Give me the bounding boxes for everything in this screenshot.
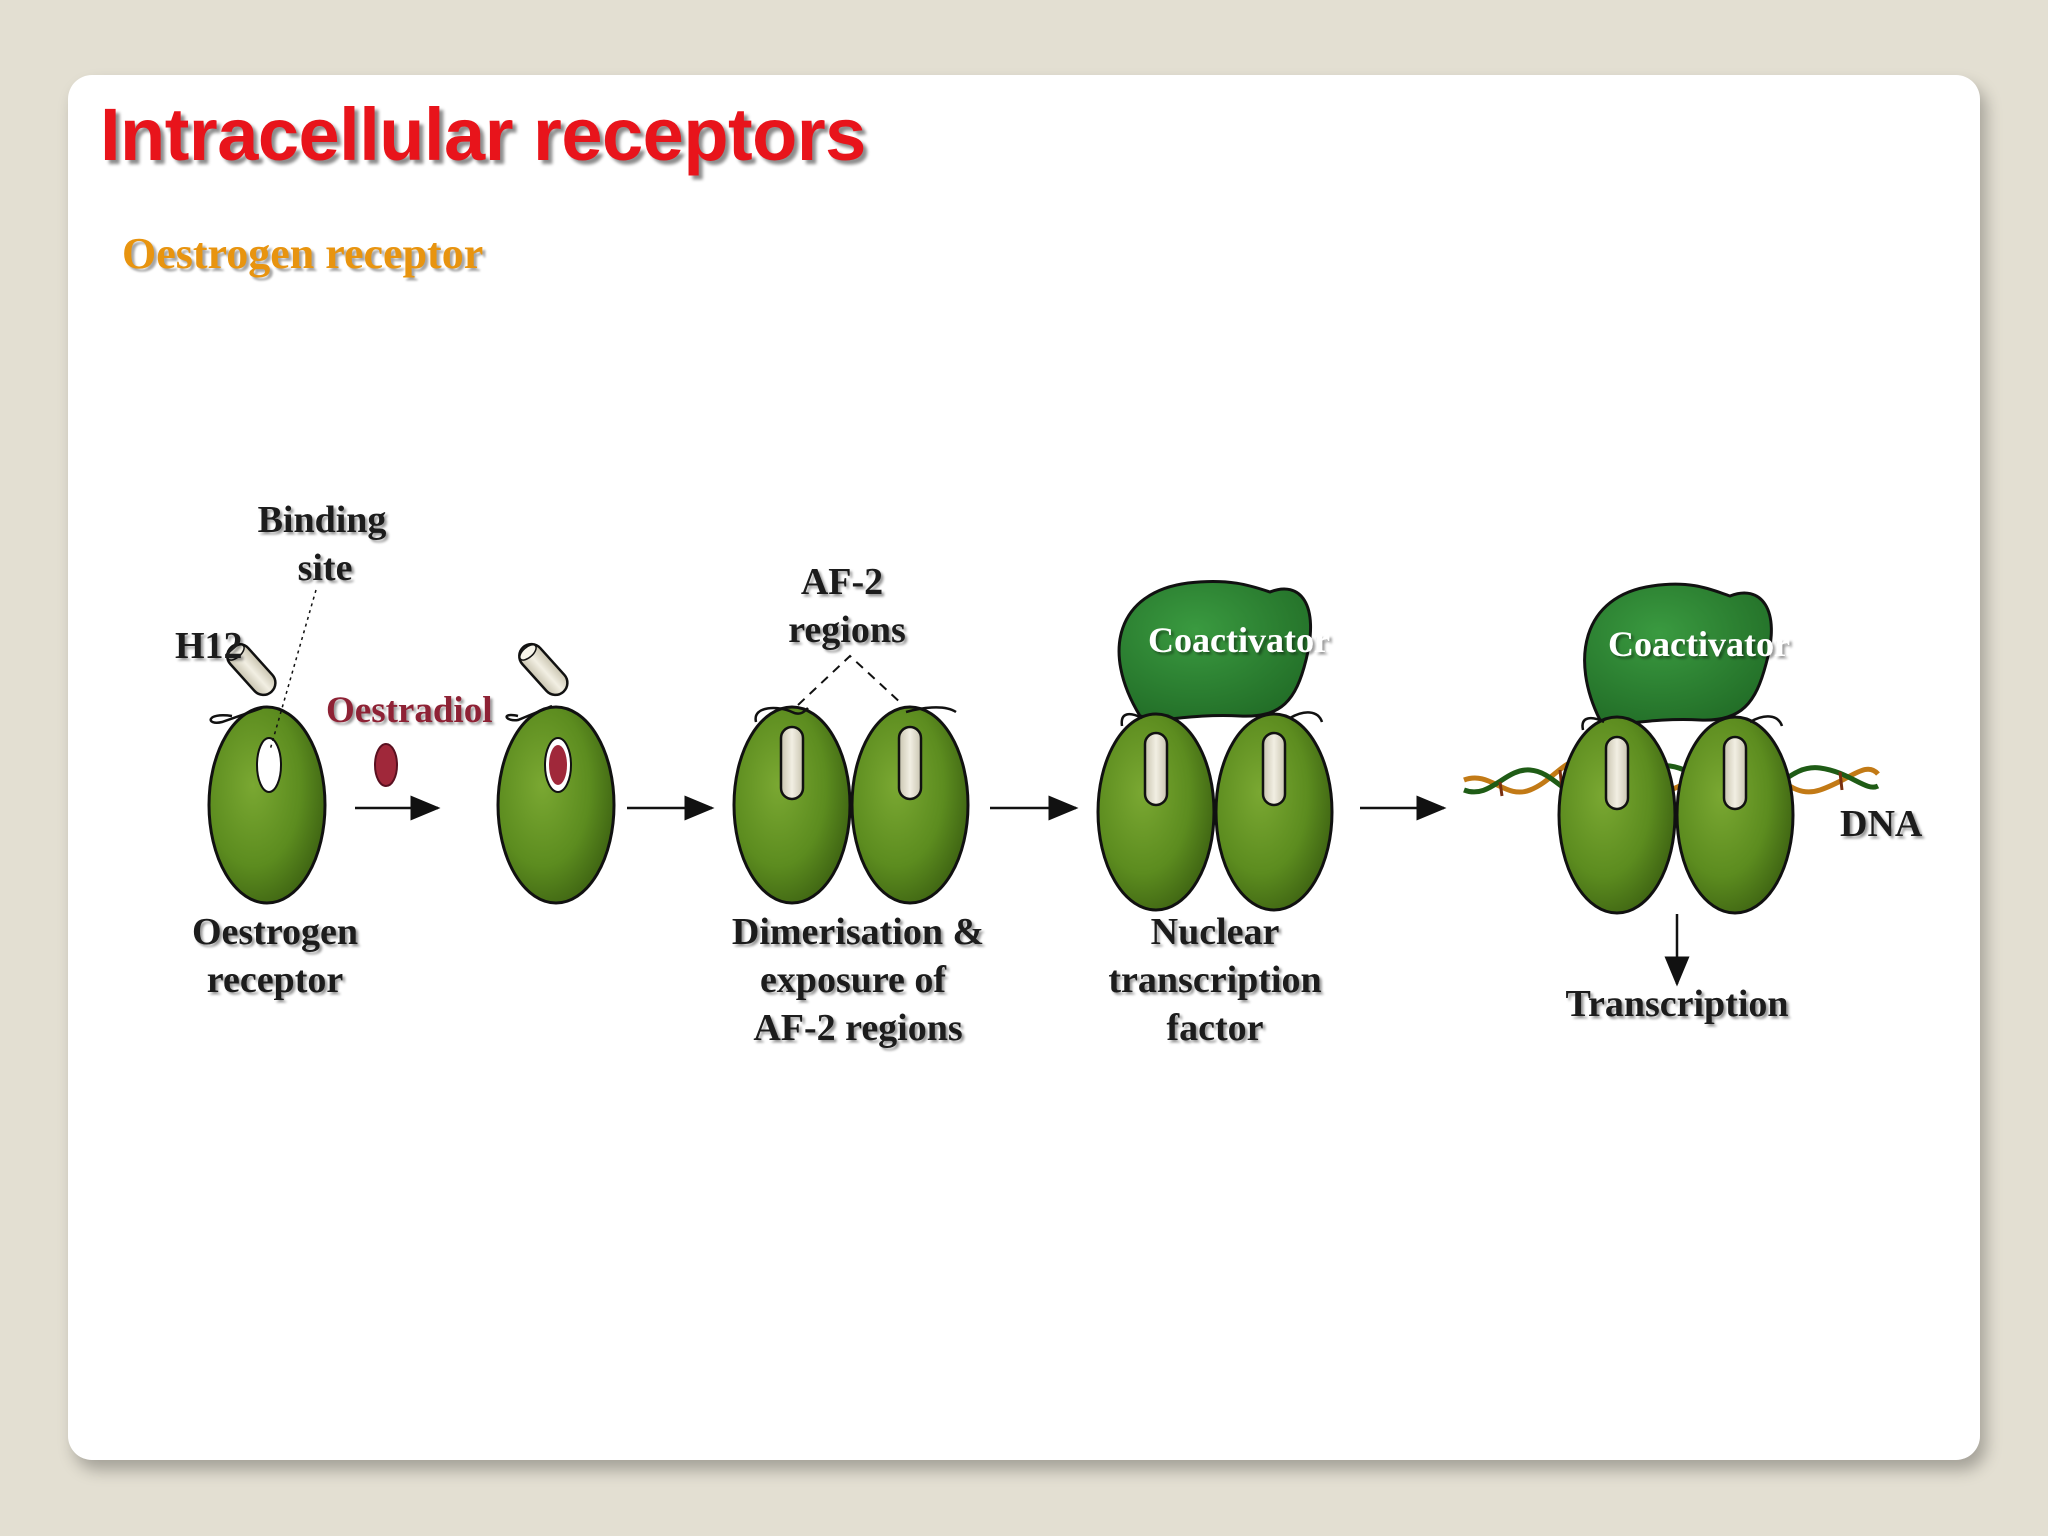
oestradiol-molecule — [374, 743, 398, 787]
receptor-body — [207, 705, 327, 905]
label-af2-regions: AF-2 regions — [753, 1007, 962, 1049]
label-exposure-of: exposure of — [760, 959, 947, 1001]
label-af2: AF-2 — [801, 561, 883, 603]
af2-helix-left — [779, 725, 805, 801]
af2-helix-right — [1722, 735, 1748, 811]
receptor-monomer-unbound — [207, 642, 327, 905]
receptor-dna-complex — [1557, 582, 1795, 915]
receptor-body-right — [850, 705, 970, 905]
label-transcription: Transcription — [1565, 983, 1788, 1025]
label-factor: factor — [1166, 1007, 1263, 1049]
label-site: site — [298, 547, 353, 589]
label-transcription-word: transcription — [1108, 959, 1321, 1001]
bound-oestradiol — [549, 745, 567, 785]
label-receptor: receptor — [207, 959, 344, 1001]
label-coactivator-2: Coactivator — [1608, 624, 1790, 664]
receptor-body-left — [1557, 715, 1677, 915]
coactivator-1 — [1117, 579, 1312, 722]
binding-site-pocket — [256, 737, 282, 793]
receptor-body-left — [1096, 712, 1216, 912]
receptor-monomer-bound — [496, 642, 616, 905]
h12-helix — [518, 642, 569, 697]
label-dna: DNA — [1840, 803, 1923, 845]
nuclear-transcription-factor — [1096, 579, 1334, 912]
receptor-body — [496, 705, 616, 905]
h12-linker — [209, 706, 263, 724]
label-oestrogen: Oestrogen — [192, 911, 358, 953]
af2-helix-left — [1604, 735, 1630, 811]
label-dimerisation: Dimerisation & — [732, 911, 984, 953]
label-h12: H12 — [175, 625, 243, 667]
label-binding: Binding — [258, 499, 387, 541]
h12-linker-left — [754, 706, 809, 723]
receptor-body-right — [1675, 715, 1795, 915]
label-nuclear: Nuclear — [1151, 911, 1280, 953]
receptor-body-left — [732, 705, 852, 905]
slide-title: Intracellular receptors — [100, 93, 866, 176]
af2-helix-left — [1143, 731, 1169, 807]
af2-helix-right — [1261, 731, 1287, 807]
h12-linker — [505, 704, 553, 722]
h12-linker-right — [905, 706, 957, 714]
af2-helix-right — [897, 725, 923, 801]
label-oestradiol: Oestradiol — [326, 690, 492, 731]
af2-pointer-lines — [797, 654, 904, 706]
receptor-dimer — [732, 705, 970, 905]
slide-subtitle: Oestrogen receptor — [122, 229, 484, 278]
label-coactivator-1: Coactivator — [1148, 620, 1330, 660]
coactivator-2 — [1583, 582, 1773, 726]
label-regions: regions — [788, 609, 906, 651]
receptor-body-right — [1214, 712, 1334, 912]
h12-helix — [226, 642, 277, 697]
